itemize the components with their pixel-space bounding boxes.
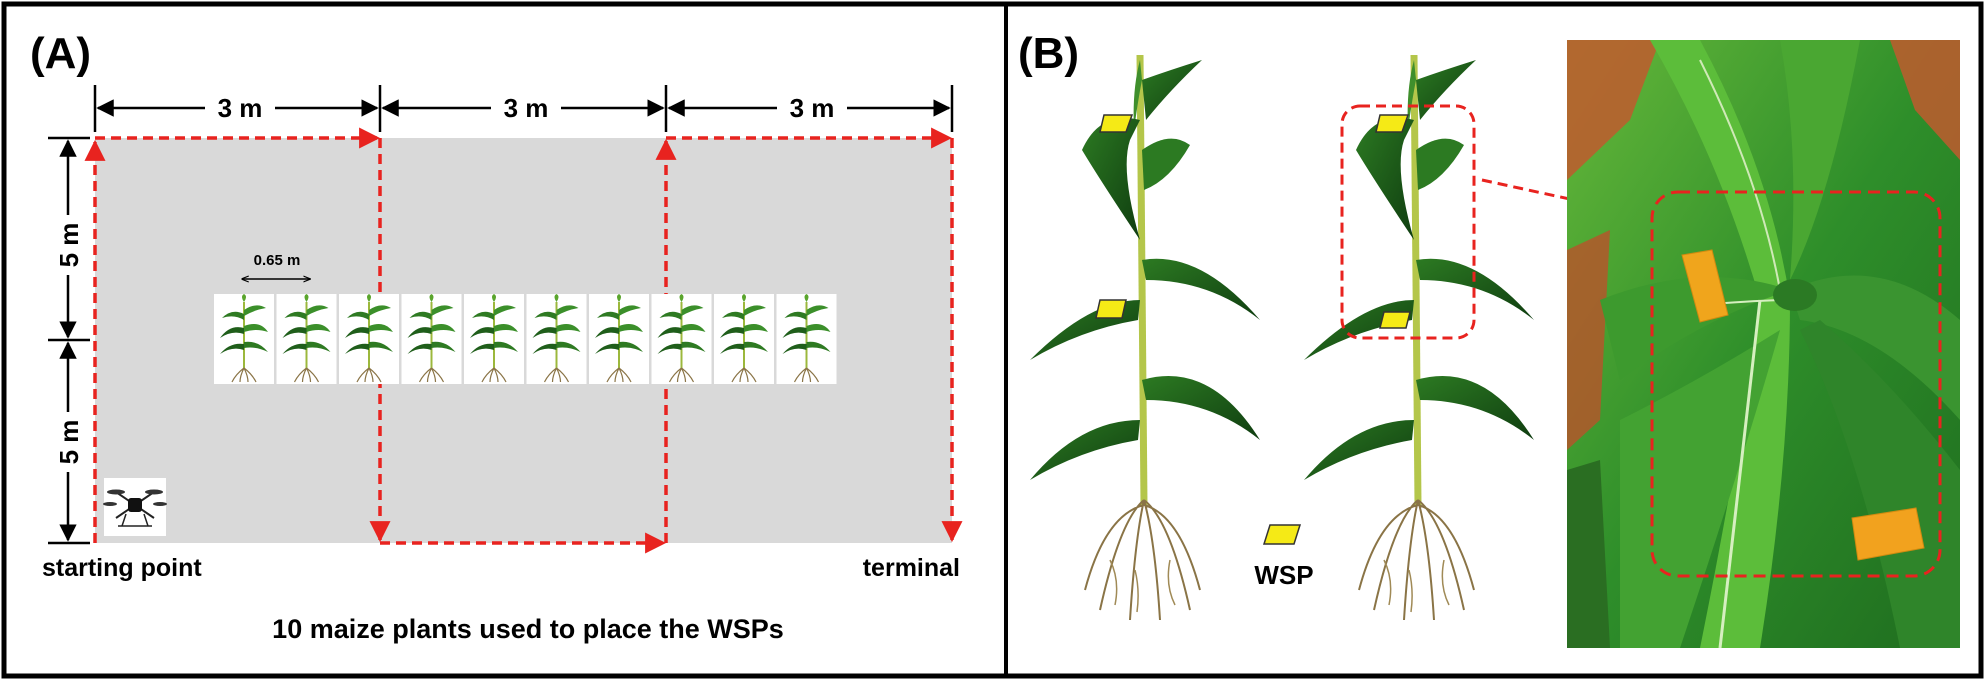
maize-illustration-right — [1304, 54, 1534, 621]
maize-plant-icon — [526, 294, 587, 384]
left-dimension: 5 m 5 m — [48, 136, 90, 545]
dim-top-2: 3 m — [504, 93, 549, 123]
maize-plant-icon — [589, 294, 649, 384]
drone-icon — [103, 478, 167, 536]
wsp-legend-label: WSP — [1254, 560, 1313, 590]
wsp-marker-bottom — [1095, 299, 1127, 319]
top-dimension: 3 m 3 m 3 m — [93, 85, 954, 132]
maize-illustration-left — [1030, 54, 1260, 621]
dim-left-2: 5 m — [54, 420, 84, 465]
wsp-marker-bottom — [1379, 311, 1411, 329]
panel-b-label: (B) — [1018, 29, 1079, 78]
start-label: starting point — [42, 554, 202, 582]
maize-plant-icon — [464, 294, 524, 384]
wsp-marker-top — [1099, 114, 1134, 133]
dim-left-1: 5 m — [54, 223, 84, 268]
wsp-on-leaf-1 — [1681, 249, 1729, 323]
wsp-legend-icon — [1262, 524, 1302, 545]
dim-top-3: 3 m — [790, 93, 835, 123]
panel-a: (A) 3 m 3 m 3 m 5 m — [30, 29, 963, 644]
zoom-connector-arrow — [1481, 178, 1650, 222]
maize-plant-icon — [214, 294, 274, 384]
maize-plant-icon — [651, 294, 712, 384]
maize-plant-icon — [714, 294, 774, 384]
spacing-label: 0.65 m — [254, 252, 301, 269]
maize-plant-icon — [776, 294, 837, 384]
photo-zoom-box — [1650, 190, 1942, 578]
maize-plant-icon — [276, 294, 337, 384]
dim-top-1: 3 m — [218, 93, 263, 123]
panel-a-caption: 10 maize plants used to place the WSPs — [272, 614, 784, 644]
maize-plant-icon — [401, 294, 462, 384]
zoom-region-box — [1340, 104, 1476, 340]
wsp-marker-top — [1375, 114, 1410, 133]
wsp-on-leaf-2 — [1851, 507, 1925, 561]
maize-plant-icon — [339, 294, 399, 384]
panel-a-label: (A) — [30, 29, 91, 78]
end-label: terminal — [863, 554, 960, 582]
panel-b: (B) — [1018, 29, 1960, 649]
maize-photo — [1567, 40, 1960, 649]
